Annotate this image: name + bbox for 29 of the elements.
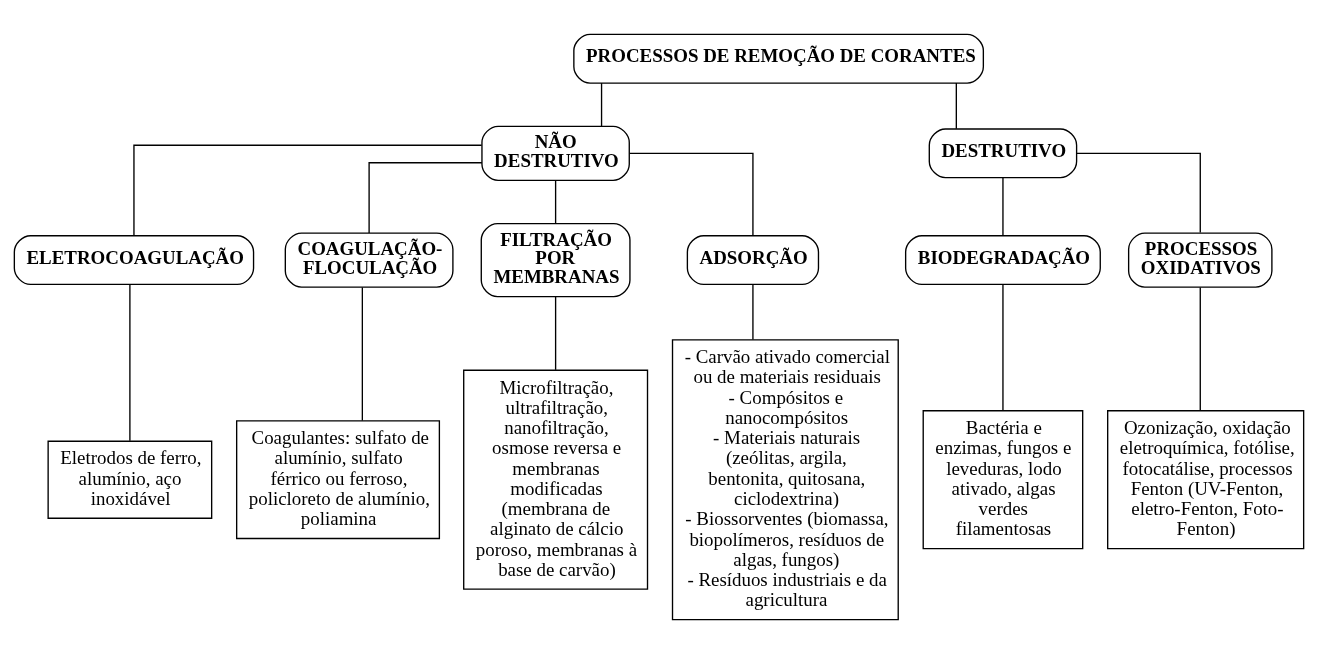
connector <box>1199 286 1201 411</box>
node-box: Ozonização, oxidação eletroquímica, fotólise, fotocatálise, processos Fenton (UV-Fenton, eletro-Fenton, Foto-Fenton) <box>1107 409 1305 549</box>
node-box: Coagulantes: sulfato de alumínio, sulfato férrico ou ferroso, policloreto de alumínio, poliamina <box>236 419 441 539</box>
node-box: BIODEGRADAÇÃO <box>904 234 1101 285</box>
node-box: COAGULAÇÃO- FLOCULAÇÃO <box>284 231 454 288</box>
node-box: Eletrodos de ferro, alumínio, aço inoxidável <box>47 440 213 519</box>
connector <box>361 286 364 421</box>
connector <box>955 81 957 129</box>
connector <box>600 81 603 127</box>
connector <box>1076 152 1201 233</box>
connector <box>368 161 483 234</box>
node-box: Bactéria e enzimas, fungos e leveduras, lodo ativado, algas verdes filamentosas <box>922 409 1084 549</box>
node-box: Microfiltração, ultrafiltração, nanofiltração, osmose reversa e membranas modificadas (membrana de alginato de cálcio poroso, membranas à base de carvão) <box>463 369 649 590</box>
connector <box>554 295 557 370</box>
node-box: PROCESSOS DE REMOÇÃO DE CORANTES <box>573 33 985 84</box>
node-box: NÃO DESTRUTIVO <box>481 125 630 181</box>
connector <box>554 179 557 224</box>
connector <box>1002 283 1004 411</box>
node-box: ADSORÇÃO <box>686 234 820 285</box>
connector <box>752 283 754 340</box>
connector <box>628 152 754 236</box>
connector <box>129 283 131 442</box>
node-box: FILTRAÇÃO POR MEMBRANAS <box>480 222 631 297</box>
connector <box>133 144 483 236</box>
node-box: PROCESSOS OXIDATIVOS <box>1127 231 1273 288</box>
connector <box>1002 176 1004 236</box>
node-box: ELETROCOAGULAÇÃO <box>13 234 255 285</box>
node-box: DESTRUTIVO <box>928 127 1078 178</box>
node-box: - Carvão ativado comercial ou de materiais residuais - Compósitos e nanocompósitos - Materiais naturais (zeólitas, argila, bentonita, quitosana, ciclodextrina) - Biossorventes (biomassa, biopolímeros, resíduos de algas, fungos) - Resíduos industriais e da agricultura <box>671 338 899 620</box>
